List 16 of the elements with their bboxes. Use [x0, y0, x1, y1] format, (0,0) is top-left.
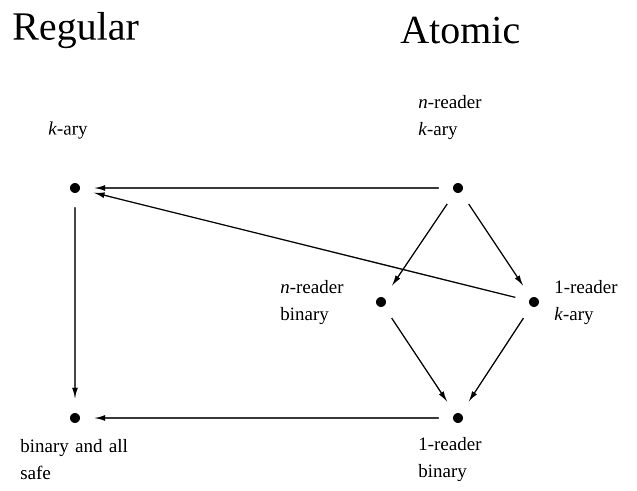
- arrow: [470, 318, 524, 400]
- node-label: n-reader k-ary: [418, 94, 482, 140]
- arrow: [468, 204, 522, 284]
- arrow: [96, 192, 516, 298]
- node-label: 1-reader k-ary: [554, 280, 618, 324]
- node-label: binary and all safe: [20, 438, 128, 480]
- arrow: [391, 318, 446, 400]
- arrow: [72, 207, 78, 396]
- node-label: n-reader binary: [280, 280, 344, 324]
- arrow: [97, 185, 439, 191]
- node-label: k-ary: [48, 121, 88, 139]
- arrow: [393, 204, 448, 284]
- arrow: [97, 415, 439, 421]
- node-label: 1-reader binary: [418, 436, 482, 482]
- heading: Regular: [13, 12, 138, 48]
- heading: Atomic: [400, 16, 519, 44]
